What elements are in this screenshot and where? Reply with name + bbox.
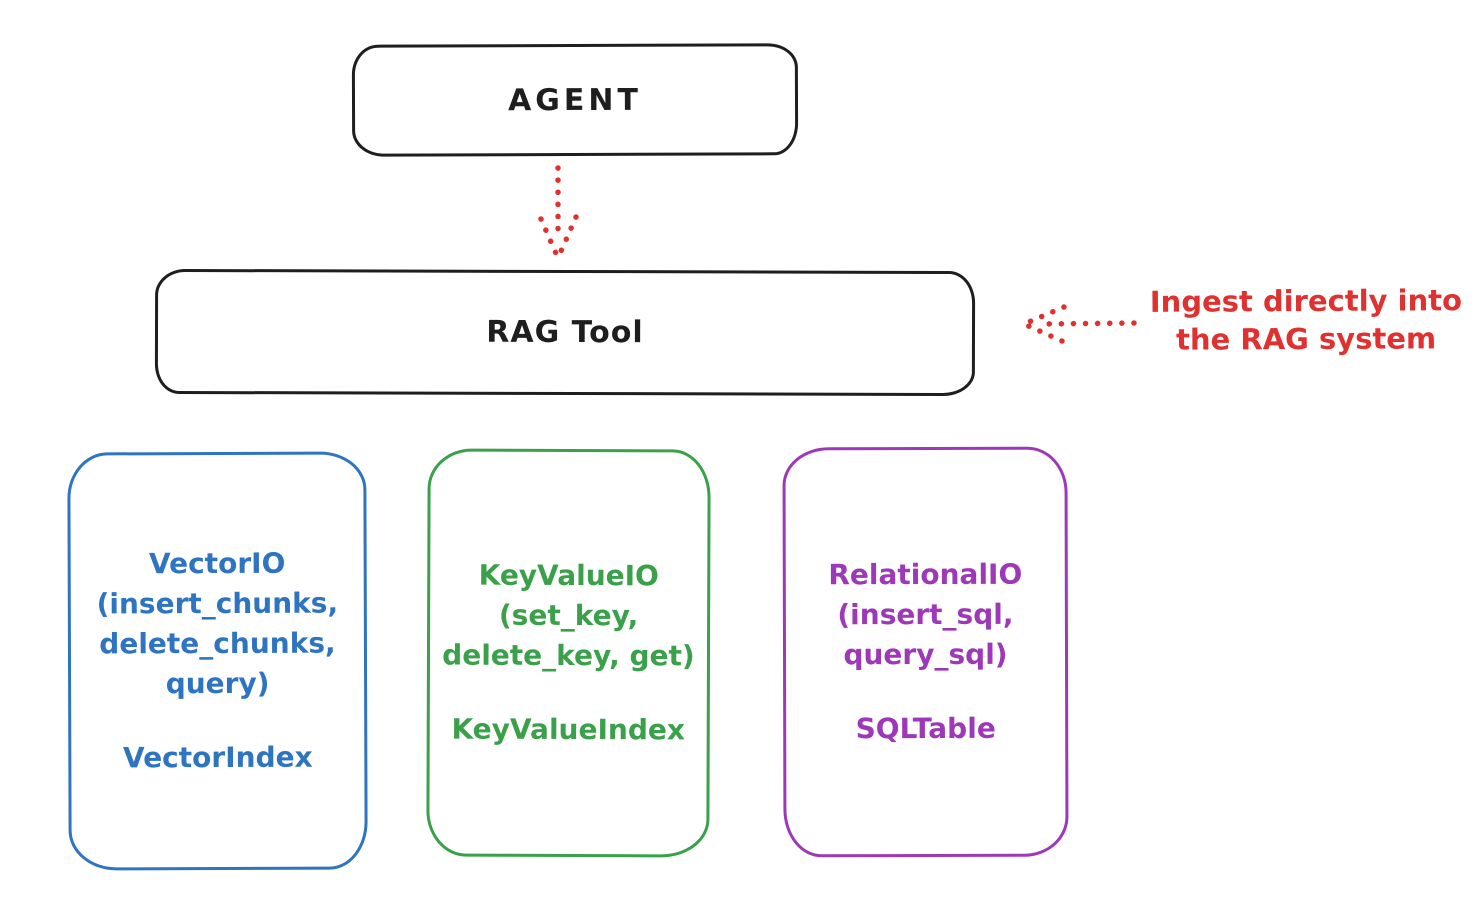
keyvalue-io-box: KeyValueIO (set_key, delete_key, get) Ke…	[426, 448, 711, 858]
vector-io-method-line: (insert_chunks,	[96, 586, 339, 621]
relational-io-method-line: (insert_sql,	[837, 597, 1014, 632]
agent-to-ragtool-arrow-icon	[538, 165, 579, 261]
ingest-annotation-line1: Ingest directly into	[1149, 283, 1463, 319]
relational-io-method-line: query_sql)	[843, 637, 1008, 672]
vector-io-title: VectorIO	[148, 546, 286, 581]
agent-box: AGENT	[351, 43, 799, 157]
sql-table-label: SQLTable	[855, 711, 996, 746]
ingest-annotation-line2: the RAG system	[1175, 321, 1437, 357]
rag-tool-label: RAG Tool	[486, 314, 644, 351]
relational-io-title: RelationalIO	[828, 557, 1023, 592]
keyvalue-io-method-line: (set_key,	[498, 598, 639, 633]
rag-tool-box: RAG Tool	[154, 268, 976, 397]
spacer	[786, 675, 1065, 710]
vector-index-label: VectorIndex	[122, 740, 313, 775]
keyvalue-io-method-line: delete_key, get)	[442, 638, 695, 673]
vector-io-method-line: query)	[165, 666, 270, 701]
agent-label: AGENT	[507, 82, 643, 118]
vector-io-box: VectorIO (insert_chunks, delete_chunks, …	[67, 451, 368, 871]
spacer	[71, 703, 364, 738]
keyvalue-index-label: KeyValueIndex	[451, 712, 686, 747]
relational-io-box: RelationalIO (insert_sql, query_sql) SQL…	[782, 446, 1069, 858]
spacer	[430, 676, 707, 711]
vector-io-method-line: delete_chunks,	[99, 626, 336, 661]
ingest-annotation: Ingest directly into the RAG system	[1138, 281, 1474, 359]
keyvalue-io-title: KeyValueIO	[478, 558, 659, 593]
ingest-arrow-icon	[1021, 304, 1137, 344]
